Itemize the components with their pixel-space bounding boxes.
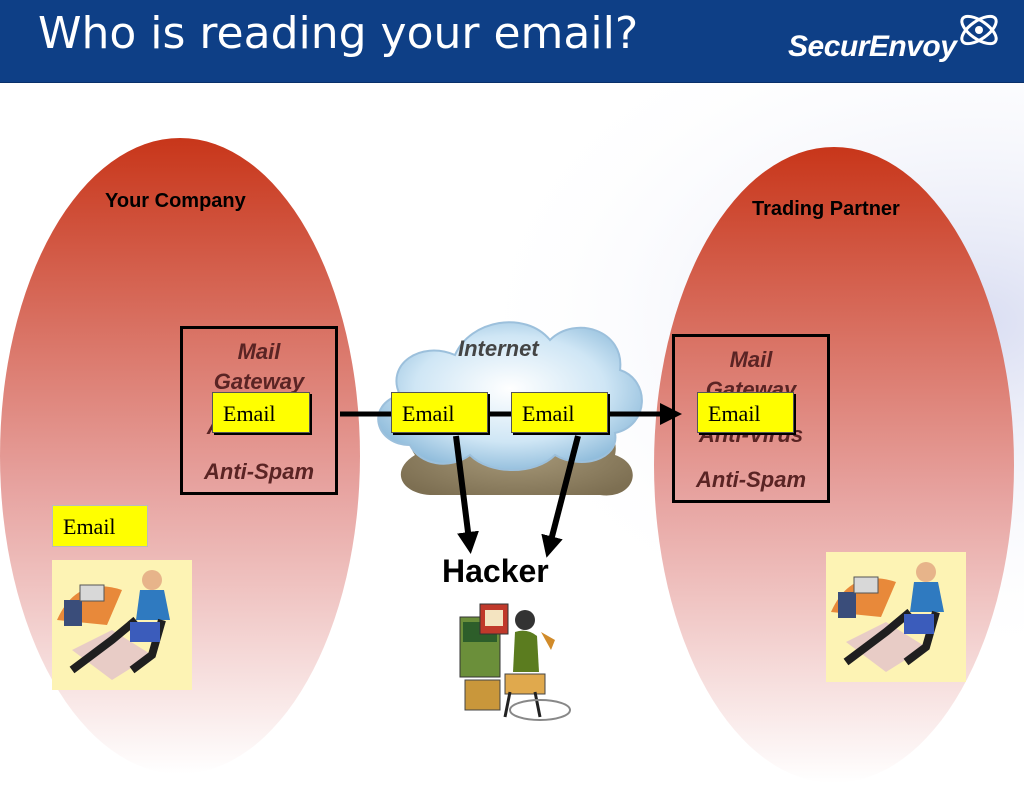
your-company-label: Your Company: [105, 190, 246, 212]
email-tag-desk: Email: [52, 505, 148, 547]
office-worker-illustration-icon: [826, 552, 966, 682]
gateway-line-mail: Mail: [729, 347, 773, 372]
hacker-illustration-icon: [459, 603, 571, 721]
email-tag-left-gateway: Email: [212, 392, 310, 433]
gateway-line-antispam: Anti-Spam: [696, 467, 806, 492]
trading-partner-label: Trading Partner: [752, 198, 900, 220]
gateway-line-mail: Mail: [237, 339, 281, 364]
internet-label: Internet: [458, 336, 539, 361]
gateway-line-antispam: Anti-Spam: [204, 459, 314, 484]
page-title: Who is reading your email?: [38, 8, 639, 59]
arrow-to-hacker-1: [453, 435, 479, 554]
gateway-line-gateway: Gateway: [213, 369, 305, 394]
email-tag-right-gateway: Email: [697, 392, 794, 433]
title-bar: [0, 0, 1024, 83]
flow-arrows: [340, 403, 682, 558]
arrow-to-hacker-2: [541, 435, 581, 558]
hacker-label: Hacker: [442, 553, 549, 589]
office-worker-illustration-icon: [52, 560, 192, 690]
email-tag-internet-1: Email: [391, 392, 488, 433]
brand-logo-text: SecurEnvoy: [788, 30, 957, 63]
email-tag-internet-2: Email: [511, 392, 608, 433]
atom-logo-icon: [960, 14, 998, 46]
left-mail-gateway-box: Mail Gateway Anti-Virus Anti-Spam: [180, 326, 338, 495]
